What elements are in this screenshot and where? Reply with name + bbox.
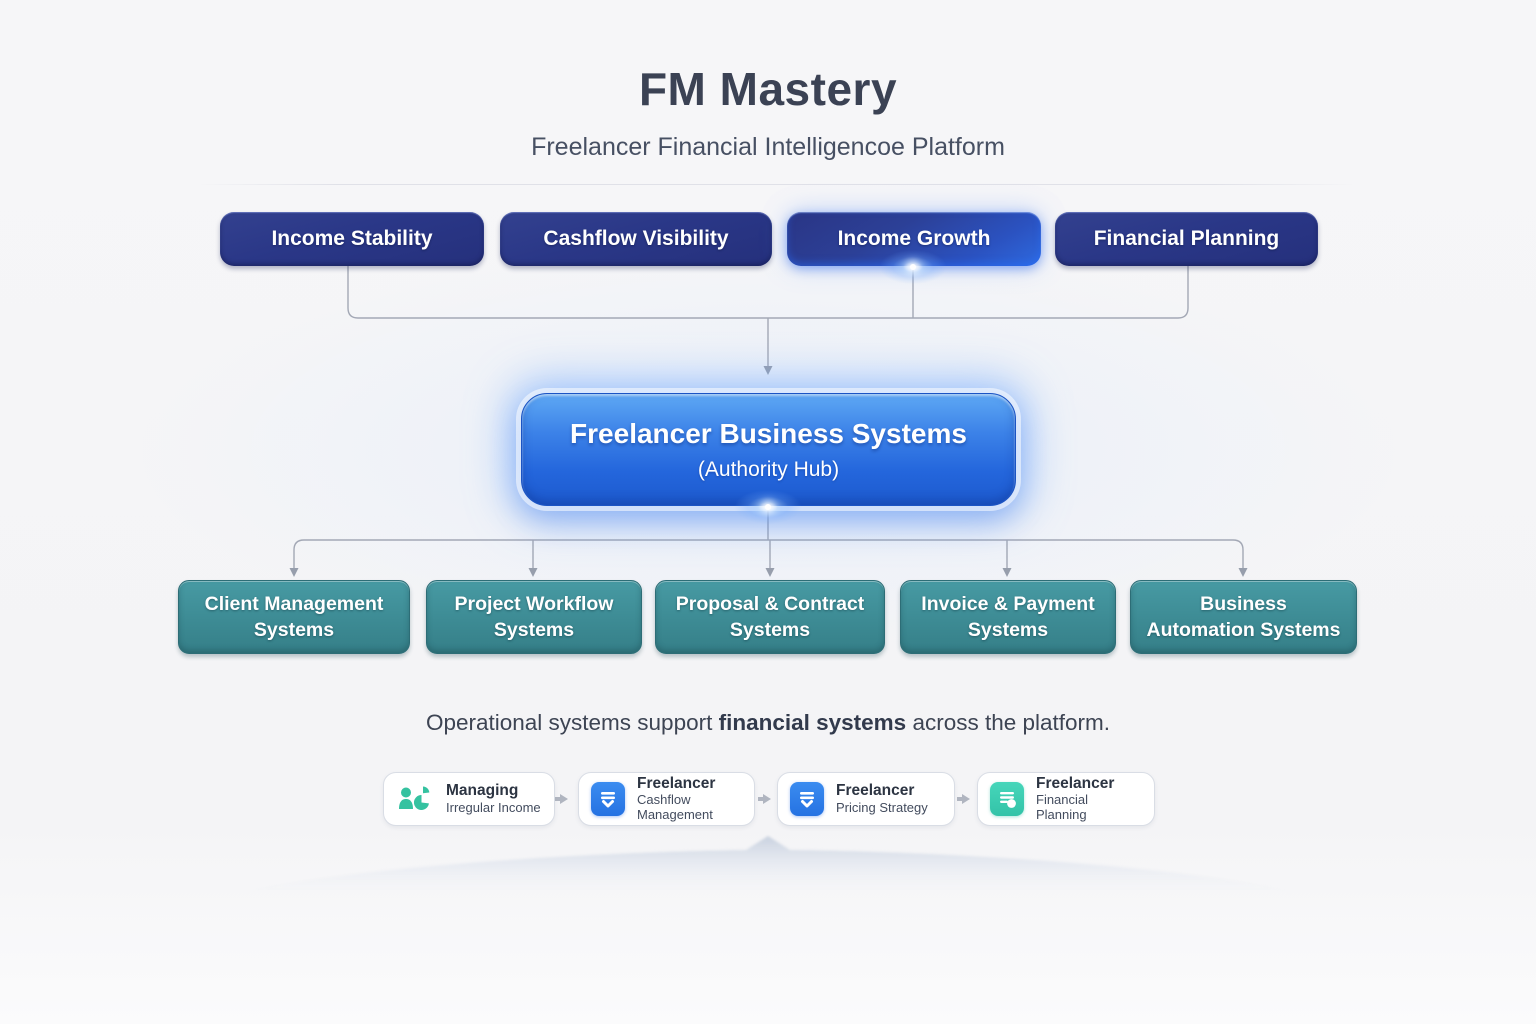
page-title: FM Mastery — [638, 63, 898, 115]
swoosh-shadow — [246, 836, 1290, 894]
resource-card-financial-planning: Freelancer Financial Planning — [977, 772, 1155, 826]
card-subtitle: Irregular Income — [446, 799, 541, 815]
card-title: Freelancer — [637, 774, 716, 792]
card-subtitle: Pricing Strategy — [836, 799, 928, 815]
pillar-cashflow-visibility: Cashflow Visibility — [500, 212, 772, 266]
pillar-income-growth: Income Growth — [787, 212, 1041, 266]
system-proposal-contract: Proposal & Contract Systems — [655, 580, 885, 654]
right-arrow-icon — [957, 794, 970, 804]
card-title: Freelancer — [836, 782, 915, 800]
pillar-label: Financial Planning — [1093, 227, 1280, 250]
card-title: Freelancer — [1036, 774, 1115, 792]
caption-prefix: Operational systems support — [425, 710, 719, 735]
card-title: Managing — [446, 782, 519, 800]
pillar-income-stability: Income Stability — [220, 212, 484, 266]
pillar-label: Income Stability — [271, 227, 433, 250]
pillar-label: Cashflow Visibility — [543, 227, 729, 250]
page-subtitle: Freelancer Financial Intelligencoe Platf… — [531, 133, 1005, 161]
resource-card-cashflow-management: Freelancer Cashflow Management — [578, 772, 755, 826]
card-subtitle: Financial Planning — [1036, 792, 1089, 823]
system-invoice-payment: Invoice & Payment Systems — [900, 580, 1116, 654]
system-client-management: Client Management Systems — [178, 580, 410, 654]
hub-subtitle: (Authority Hub) — [697, 457, 840, 481]
system-label: Proposal & Contract Systems — [675, 592, 865, 641]
users-pie-icon — [396, 782, 434, 816]
resource-card-irregular-income: Managing Irregular Income — [383, 772, 555, 826]
system-label: Client Management Systems — [204, 592, 384, 641]
resource-card-pricing-strategy: Freelancer Pricing Strategy — [777, 772, 955, 826]
pillar-financial-planning: Financial Planning — [1055, 212, 1318, 266]
planning-note-icon — [990, 782, 1024, 816]
platform-caption: Operational systems support financial sy… — [0, 710, 1536, 736]
authority-hub-node: Freelancer Business Systems (Authority H… — [521, 393, 1016, 506]
system-label: Invoice & Payment Systems — [921, 592, 1095, 641]
hub-title: Freelancer Business Systems — [570, 417, 967, 449]
caption-suffix: across the platform. — [906, 710, 1111, 735]
pillar-label: Income Growth — [837, 227, 991, 250]
pricing-list-icon — [790, 782, 824, 816]
system-label: Project Workflow Systems — [454, 592, 614, 641]
header-divider — [200, 184, 1352, 185]
system-label: Business Automation Systems — [1146, 592, 1341, 641]
right-arrow-icon — [555, 794, 568, 804]
cashflow-list-icon — [591, 782, 625, 816]
card-subtitle: Cashflow Management — [637, 792, 713, 823]
system-business-automation: Business Automation Systems — [1130, 580, 1357, 654]
caption-highlight: financial systems — [718, 710, 907, 735]
right-arrow-icon — [758, 794, 771, 804]
system-project-workflow: Project Workflow Systems — [426, 580, 642, 654]
